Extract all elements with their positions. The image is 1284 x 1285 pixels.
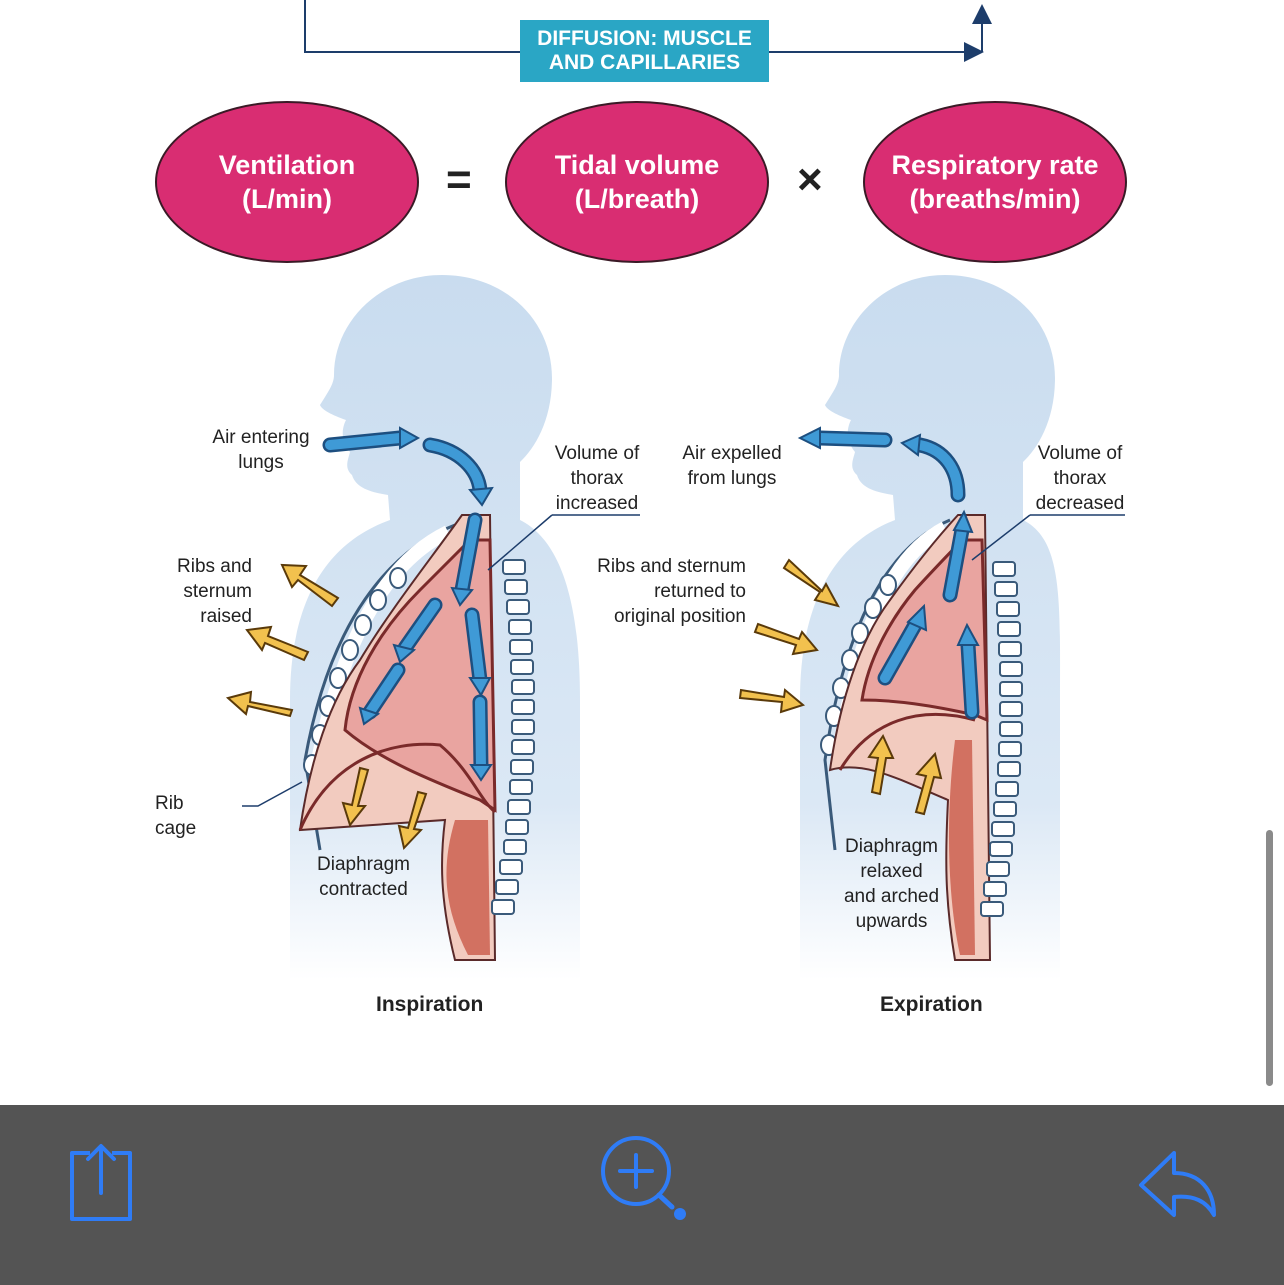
expiration-caption: Expiration xyxy=(880,993,983,1016)
times-sign: × xyxy=(797,155,823,204)
label-line: Diaphragm xyxy=(845,836,938,857)
label-line: increased xyxy=(555,493,639,514)
label-line: from lungs xyxy=(687,468,777,489)
label-diaphragm-relaxed: Diaphragm relaxed and arched upwards xyxy=(834,834,949,934)
banner-line-1: DIFFUSION: MUSCLE xyxy=(537,27,752,50)
label-line: Air entering xyxy=(212,427,310,448)
label-line: decreased xyxy=(1035,493,1125,514)
label-line: Volume of xyxy=(1037,443,1123,464)
document-viewer[interactable]: DIFFUSION: MUSCLE AND CAPILLARIES Ventil… xyxy=(0,0,1284,1105)
label-rib-cage: Rib cage xyxy=(155,793,197,839)
label-line: sternum xyxy=(183,581,252,602)
ventilation-unit: (L/min) xyxy=(242,184,332,214)
tidal-volume-title: Tidal volume xyxy=(554,150,720,180)
label-air-expelled: Air expelled from lungs xyxy=(672,441,792,491)
label-thorax-decreased: Volume of thorax decreased xyxy=(1028,441,1132,516)
diffusion-banner: DIFFUSION: MUSCLE AND CAPILLARIES xyxy=(520,20,769,82)
diagram-artwork xyxy=(225,0,1125,980)
reply-button[interactable] xyxy=(1136,1145,1220,1221)
zoom-in-button[interactable] xyxy=(596,1131,692,1223)
label-line: Volume of xyxy=(554,443,640,464)
label-air-entering: Air entering lungs xyxy=(202,425,320,475)
label-line: Diaphragm xyxy=(317,854,410,875)
inspiration-lung xyxy=(343,538,497,813)
label-line: Ribs and sternum xyxy=(597,556,746,577)
label-line: original position xyxy=(613,606,746,627)
ventilation-title: Ventilation xyxy=(218,150,356,180)
bottom-toolbar xyxy=(0,1105,1284,1285)
label-line: Ribs and xyxy=(177,556,252,577)
label-thorax-increased: Volume of thorax increased xyxy=(548,441,646,516)
label-line: thorax xyxy=(1053,468,1107,489)
respiratory-rate-unit: (breaths/min) xyxy=(909,184,1081,214)
label-line: upwards xyxy=(855,911,928,932)
inspiration-figure xyxy=(225,275,640,980)
label-ribs-raised: Ribs and sternum raised xyxy=(160,554,252,629)
label-ribs-returned: Ribs and sternum returned to original po… xyxy=(580,554,746,629)
label-line: returned to xyxy=(654,581,746,602)
label-line: and arched xyxy=(843,886,940,907)
label-line: relaxed xyxy=(860,861,923,882)
label-diaphragm-contracted: Diaphragm contracted xyxy=(306,852,421,902)
label-line: Air expelled xyxy=(682,443,782,464)
label-line: contracted xyxy=(319,879,408,900)
label-line: raised xyxy=(200,606,252,627)
equals-sign: = xyxy=(446,155,472,204)
ventilation-oval: Ventilation (L/min) xyxy=(155,101,419,263)
vertical-scrollbar[interactable] xyxy=(1266,830,1273,1086)
inspiration-caption: Inspiration xyxy=(376,993,484,1016)
label-line: lungs xyxy=(238,452,284,473)
share-icon xyxy=(70,1144,132,1221)
share-button[interactable] xyxy=(62,1141,138,1231)
zoom-in-icon xyxy=(601,1136,686,1220)
respiratory-rate-oval: Respiratory rate (breaths/min) xyxy=(863,101,1127,263)
diffusion-connector xyxy=(304,0,992,62)
tidal-volume-oval: Tidal volume (L/breath) xyxy=(505,101,769,263)
respiratory-rate-title: Respiratory rate xyxy=(891,150,1099,180)
reply-icon xyxy=(1139,1151,1216,1217)
expiration-figure xyxy=(738,275,1125,980)
tidal-volume-unit: (L/breath) xyxy=(574,184,700,214)
banner-line-2: AND CAPILLARIES xyxy=(548,51,741,74)
label-line: thorax xyxy=(570,468,624,489)
